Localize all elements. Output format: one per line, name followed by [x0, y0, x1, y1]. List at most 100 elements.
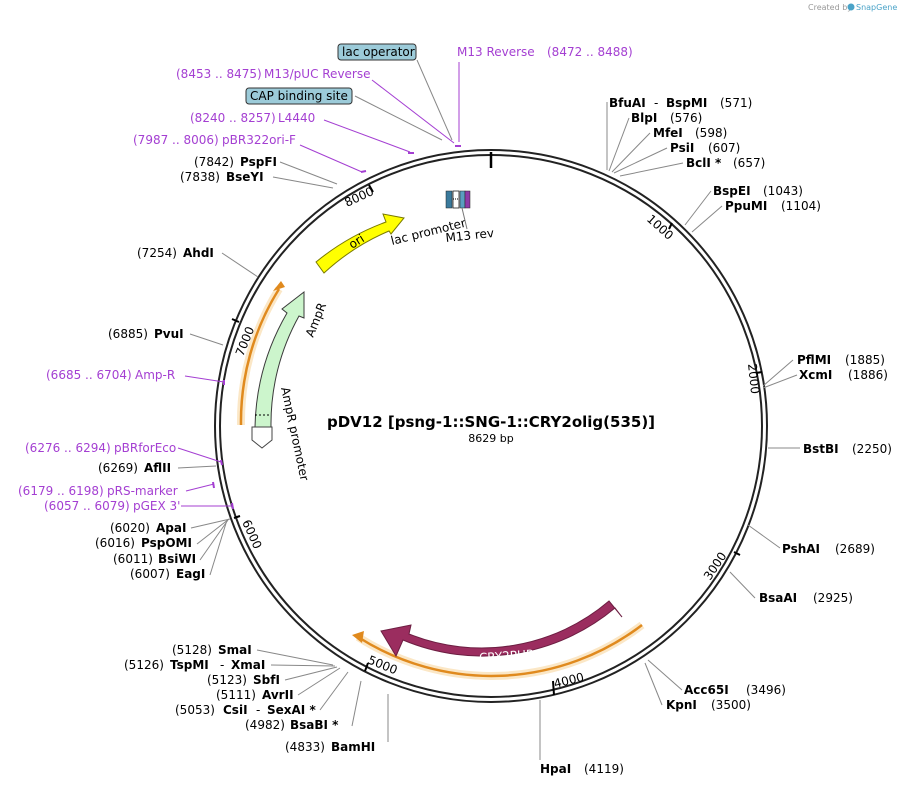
enzyme-pspomi-pos: (6016) [95, 536, 135, 550]
enzyme-pshai: PshAI [782, 542, 820, 556]
enzyme-mfei-pos: (598) [695, 126, 727, 140]
enzyme-bseyi-pos: (7838) [180, 170, 220, 184]
primer-l4440: L4440 [278, 111, 315, 125]
enzyme-mfei: MfeI [653, 126, 683, 140]
cry2phr-orf-line [357, 624, 643, 678]
enzyme-sexai: SexAI * [267, 703, 316, 717]
enzyme-pvui: PvuI [154, 327, 184, 341]
primer-lines [177, 62, 460, 507]
enzyme-ppumi: PpuMI [725, 199, 767, 213]
enzyme-labels-left: (4833) BamHI (4982) BsaBI * (5053) CsiI … [95, 155, 375, 754]
enzyme-pvui-pos: (6885) [108, 327, 148, 341]
enzyme-psii-pos: (607) [708, 141, 740, 155]
enzyme-ahdi-pos: (7254) [137, 246, 177, 260]
primer-marks [212, 145, 461, 510]
enzyme-bsabi-pos: (4982) [245, 718, 285, 732]
primer-amp-r-range: (6685 .. 6704) [46, 368, 132, 382]
enzyme-labels-right: BfuAI - BspMI (571) BlpI (576) MfeI (598… [540, 96, 892, 776]
enzyme-csii: CsiI [223, 703, 248, 717]
enzyme-aflii: AflII [144, 461, 171, 475]
enzyme-kpni: KpnI [666, 698, 697, 712]
boxed-cap-binding-site: CAP binding site [245, 87, 353, 105]
enzyme-pflmi: PflMI [797, 353, 831, 367]
enzyme-xcmi: XcmI [799, 368, 832, 382]
enzyme-psii: PsiI [670, 141, 694, 155]
backbone-outer [214, 149, 768, 703]
cry2phr-orf-arrowhead [352, 631, 364, 643]
enzyme-tspmi: TspMI [170, 658, 209, 672]
lac-operator-mark [459, 190, 466, 209]
enzyme-sbfi: SbfI [253, 673, 280, 687]
enzyme-aflii-pos: (6269) [98, 461, 138, 475]
snapgene-logo-icon [847, 3, 855, 11]
primer-pgex3: pGEX 3' [133, 499, 180, 513]
enzyme-bsiwi-pos: (6011) [113, 552, 153, 566]
enzyme-bamhi-pos: (4833) [285, 740, 325, 754]
svg-text:-: - [256, 703, 260, 717]
svg-text:CAP binding site: CAP binding site [250, 89, 348, 103]
primer-pgex3-range: (6057 .. 6079) [44, 499, 130, 513]
primer-labels: M13 Reverse (8472 .. 8488) (8453 .. 8475… [18, 45, 633, 513]
m13-rev-mark [464, 190, 471, 209]
leader-lines [177, 59, 800, 760]
primer-pbrforeco-range: (6276 .. 6294) [25, 441, 111, 455]
enzyme-bsaai-pos: (2925) [813, 591, 853, 605]
primer-prs-marker: pRS-marker [107, 484, 178, 498]
svg-text:-: - [220, 658, 224, 672]
enzyme-eagi-pos: (6007) [130, 567, 170, 581]
enzyme-apai-pos: (6020) [110, 521, 150, 535]
enzyme-bsabi: BsaBI * [290, 718, 339, 732]
snapgene-brand: SnapGene [856, 3, 897, 12]
enzyme-xcmi-pos: (1886) [848, 368, 888, 382]
enzyme-eagi: EagI [176, 567, 205, 581]
enzyme-bfuai-pos: (571) [720, 96, 752, 110]
ampr-promoter-label: AmpR promoter [278, 386, 312, 482]
primer-prs-marker-range: (6179 .. 6198) [18, 484, 104, 498]
enzyme-bcli: BclI * [686, 156, 722, 170]
cap-site-mark [445, 190, 453, 209]
enzyme-hpai-pos: (4119) [584, 762, 624, 776]
ampr-label: AmpR [303, 301, 329, 339]
credit-text: Created by [808, 3, 852, 12]
enzyme-bseyi: BseYI [226, 170, 264, 184]
enzyme-apai: ApaI [156, 521, 186, 535]
tick-3000: 3000 [701, 550, 730, 583]
primer-pbrforeco: pBRforEco [114, 441, 176, 455]
primer-m13-reverse-range: (8472 .. 8488) [547, 45, 633, 59]
enzyme-blpi: BlpI [631, 111, 657, 125]
enzyme-bsaai: BsaAI [759, 591, 797, 605]
enzyme-bsiwi: BsiWI [158, 552, 196, 566]
enzyme-hpai: HpaI [540, 762, 571, 776]
enzyme-avrii-pos: (5111) [216, 688, 256, 702]
ampr-orf-line [239, 288, 281, 426]
features: CRY2PHR AmpR AmpR promoter ori lac promo… [236, 190, 645, 680]
cry2phr-arrow [380, 600, 623, 658]
enzyme-avrii: AvrII [262, 688, 294, 702]
boxed-lac-operator: lac operator [337, 43, 417, 61]
ampr-arrow [254, 290, 305, 428]
svg-text:-: - [654, 96, 658, 110]
plasmid-name: pDV12 [psng-1::SNG-1::CRY2olig(535)] [327, 413, 655, 431]
enzyme-ahdi: AhdI [183, 246, 214, 260]
primer-pbr322ori-f: pBR322ori-F [222, 133, 296, 147]
ori-arrow [315, 213, 405, 274]
enzyme-bcli-pos: (657) [733, 156, 765, 170]
enzyme-smai: SmaI [218, 643, 252, 657]
enzyme-sbfi-pos: (5123) [207, 673, 247, 687]
enzyme-csii-pos: (5053) [175, 703, 215, 717]
enzyme-bstbi-pos: (2250) [852, 442, 892, 456]
enzyme-tspmi-pos: (5126) [124, 658, 164, 672]
enzyme-pspfi: PspFI [240, 155, 277, 169]
enzyme-pflmi-pos: (1885) [845, 353, 885, 367]
ampr-promoter-arrow [251, 426, 273, 449]
enzyme-smai-pos: (5128) [172, 643, 212, 657]
enzyme-acc65i-pos: (3496) [746, 683, 786, 697]
enzyme-bamhi: BamHI [331, 740, 375, 754]
ampr-orf-arrowhead [273, 281, 285, 291]
enzyme-pshai-pos: (2689) [835, 542, 875, 556]
primer-l4440-range: (8240 .. 8257) [190, 111, 276, 125]
enzyme-kpni-pos: (3500) [711, 698, 751, 712]
enzyme-bfuai: BfuAI [609, 96, 646, 110]
enzyme-bspmi: BspMI [666, 96, 707, 110]
cry2phr-label: CRY2PHR [479, 647, 535, 665]
